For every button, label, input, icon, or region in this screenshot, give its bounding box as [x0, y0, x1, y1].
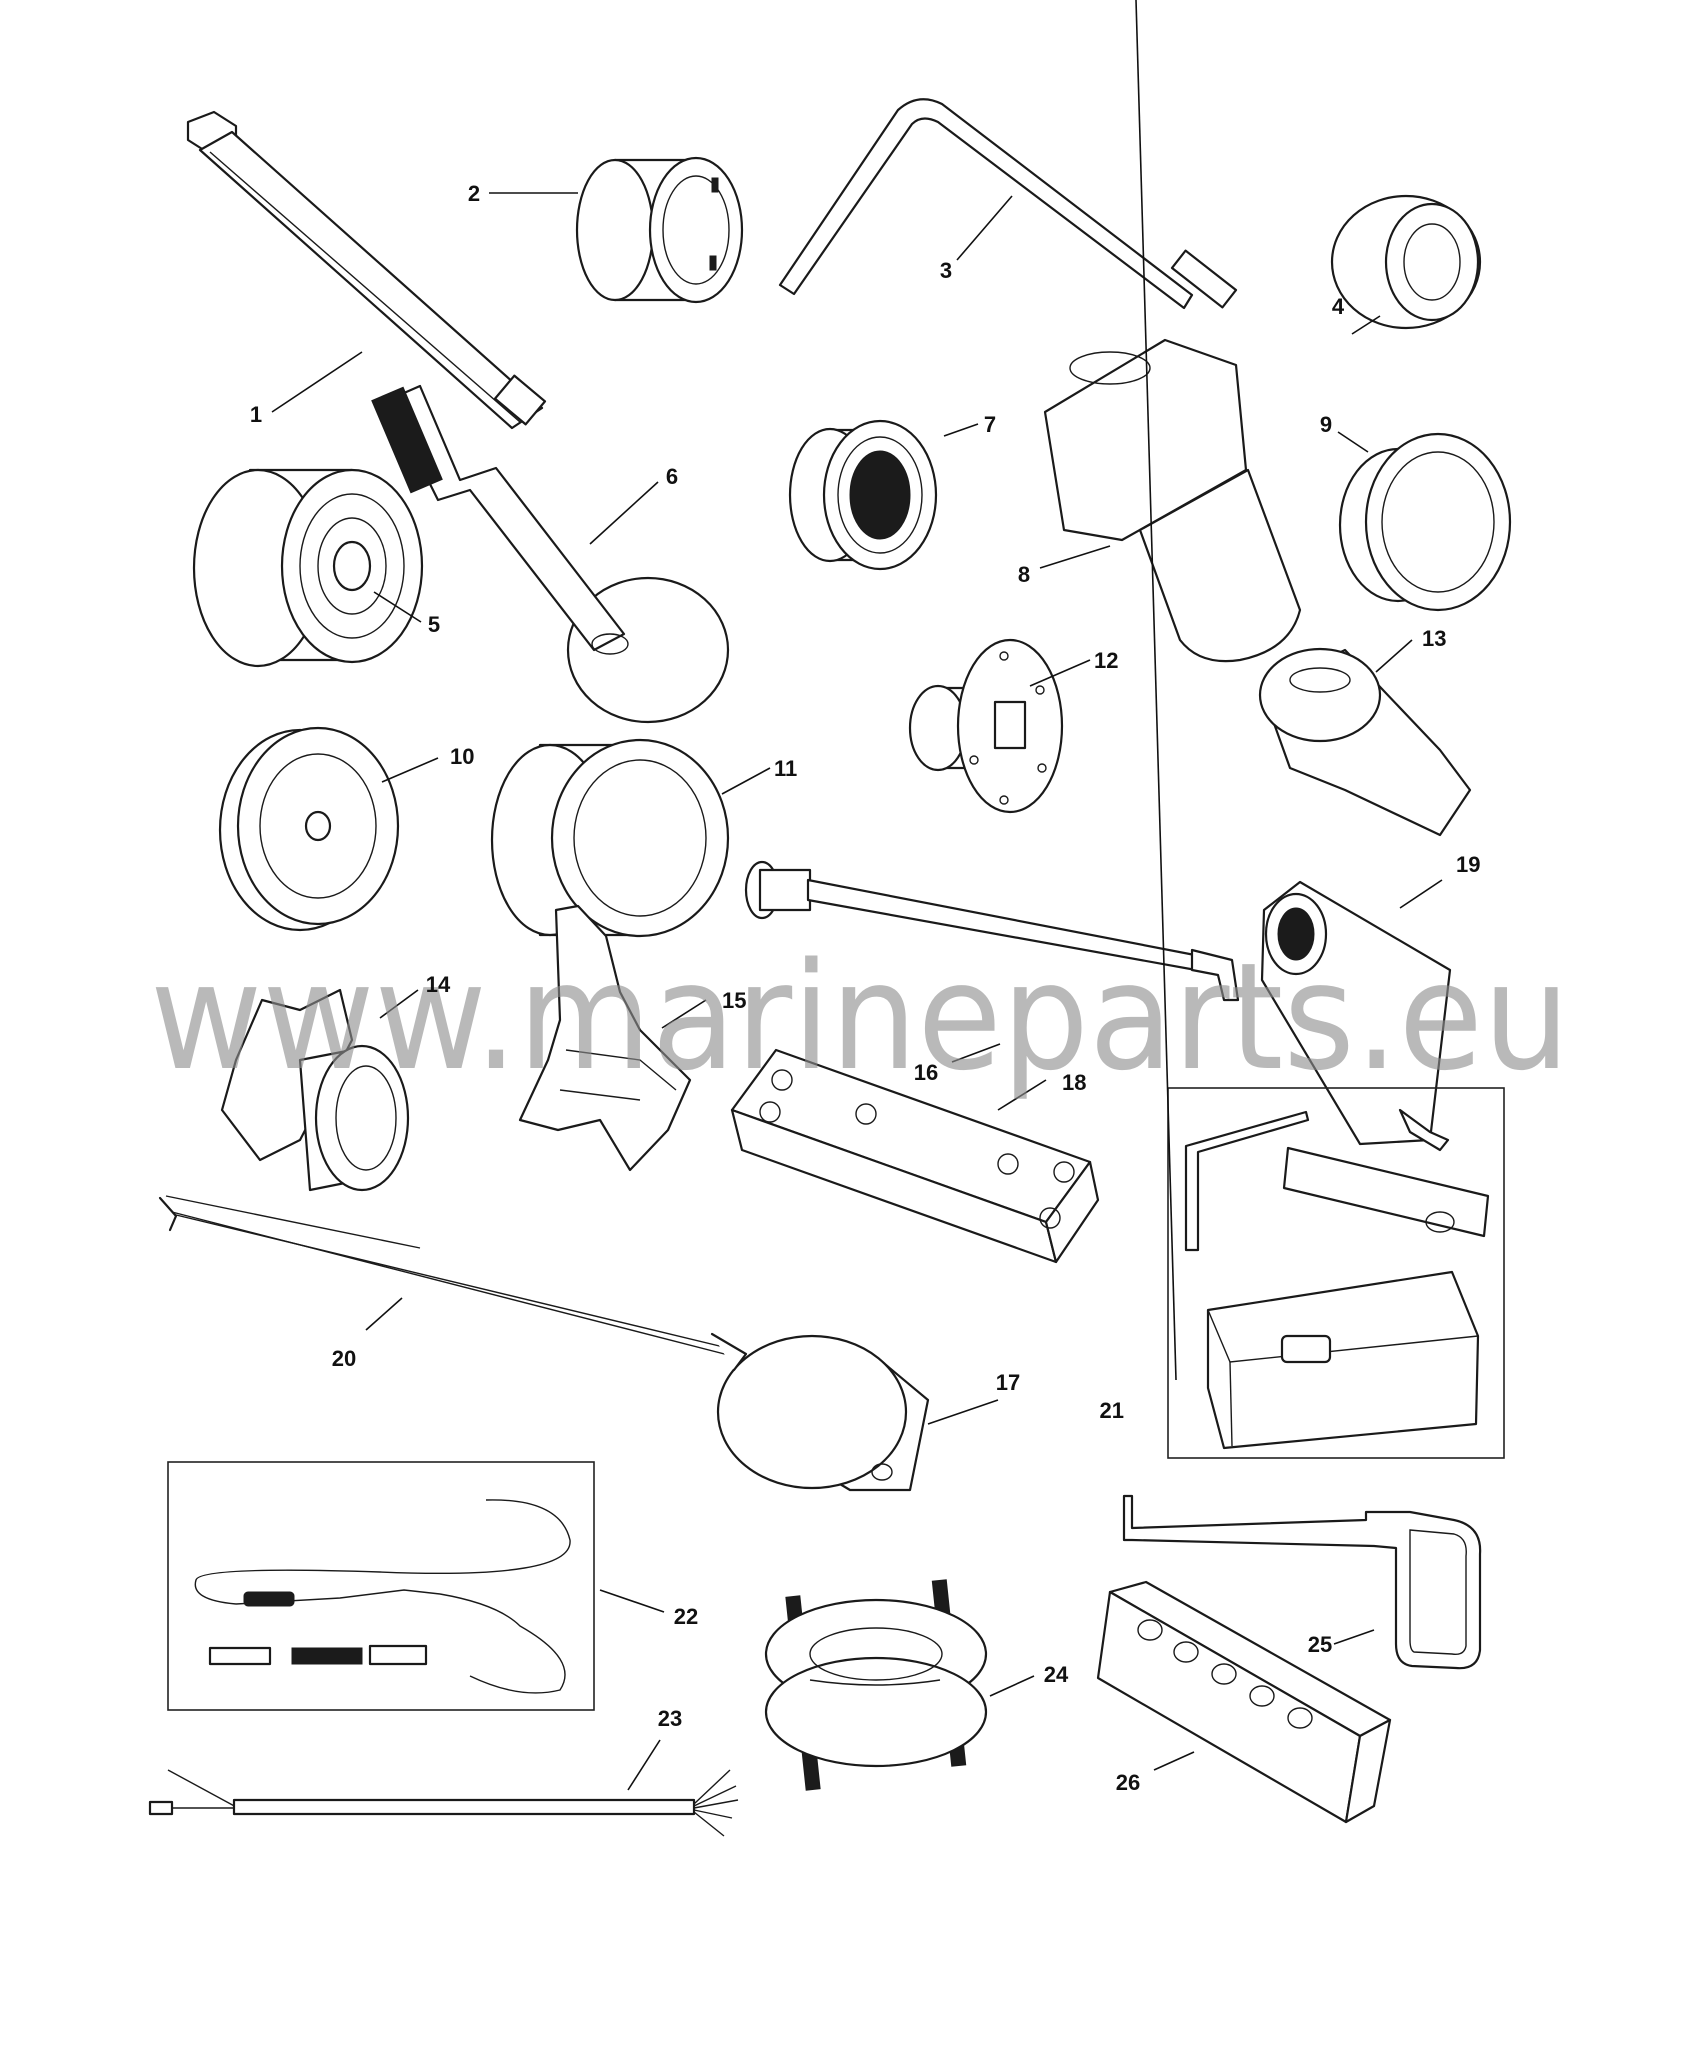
callout-9: 9: [1320, 412, 1332, 437]
callout-20: 20: [332, 1346, 356, 1371]
callout-6: 6: [666, 464, 678, 489]
callout-12: 12: [1094, 648, 1118, 673]
callout-4: 4: [1332, 294, 1345, 319]
part-22-drawing: [167, 1461, 595, 1711]
callout-10: 10: [450, 744, 474, 769]
part-12-drawing: [908, 638, 1064, 814]
callout-16: 16: [914, 1060, 938, 1085]
watermark: www.marineparts.eu: [150, 931, 1570, 1103]
callout-18: 18: [1062, 1070, 1086, 1095]
part-15-drawing: [518, 904, 692, 1172]
part-23-drawing: [148, 1769, 739, 1837]
part-21-drawing: [1167, 1087, 1505, 1459]
part-1-drawing: [186, 110, 547, 430]
part-2-drawing: [575, 156, 744, 304]
part-6-drawing: [371, 384, 730, 724]
part-16-drawing: [744, 860, 1240, 1002]
callout-8: 8: [1018, 562, 1030, 587]
part-10-drawing: [218, 726, 400, 932]
part-18-drawing: [730, 1048, 1100, 1264]
leader-lines: [271, 0, 1443, 1791]
callout-15: 15: [722, 988, 746, 1013]
part-13-drawing: [1258, 647, 1472, 837]
callout-21: 21: [1100, 1398, 1124, 1423]
part-19-drawing: [1260, 880, 1452, 1146]
callout-26: 26: [1116, 1770, 1140, 1795]
callout-17: 17: [996, 1370, 1020, 1395]
callout-13: 13: [1422, 626, 1446, 651]
part-4-drawing: [1330, 194, 1482, 330]
callout-5: 5: [428, 612, 440, 637]
part-14-drawing: [220, 988, 410, 1192]
callout-22: 22: [674, 1604, 698, 1629]
part-25-drawing: [1122, 1494, 1482, 1670]
part-11-drawing: [490, 738, 730, 938]
callout-7: 7: [984, 412, 996, 437]
part-7-drawing: [788, 419, 938, 571]
part-8-drawing: [1043, 338, 1302, 663]
callout-1: 1: [250, 402, 262, 427]
callout-14: 14: [426, 972, 451, 997]
callout-23: 23: [658, 1706, 682, 1731]
part-3-drawing: [778, 98, 1238, 310]
callout-19: 19: [1456, 852, 1480, 877]
part-9-drawing: [1338, 432, 1512, 612]
part-26-drawing: [1096, 1580, 1392, 1824]
callout-11: 11: [774, 756, 797, 781]
part-24-drawing: [764, 1579, 988, 1791]
callout-labels: 1 2 3 4 5 6 7 8 9 10 11 12 13 14 15 16 1…: [250, 181, 1481, 1795]
callout-24: 24: [1044, 1662, 1069, 1687]
part-5-drawing: [192, 468, 424, 668]
part-17-drawing: [716, 1334, 930, 1492]
callout-2: 2: [468, 181, 480, 206]
callout-3: 3: [940, 258, 952, 283]
part-20-drawing: [158, 1195, 748, 1372]
callout-25: 25: [1308, 1632, 1332, 1657]
